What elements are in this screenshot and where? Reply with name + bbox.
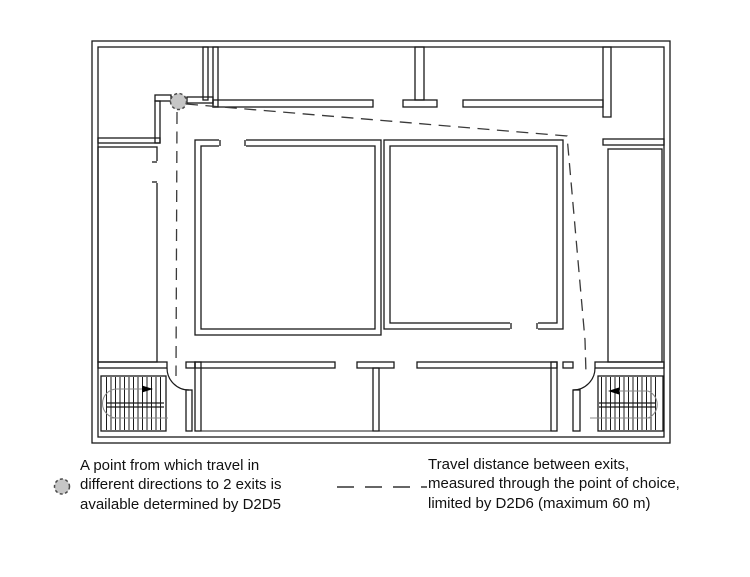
legend-route-line-2: measured through the point of choice, — [428, 475, 680, 493]
legend-route-text: Travel distance between exits, measured … — [428, 455, 680, 513]
legend-point-symbol — [53, 478, 71, 495]
point-of-choice — [169, 92, 188, 111]
right-stair-turn-line — [647, 390, 658, 419]
point-of-choice-marker — [169, 92, 188, 111]
left-stair-door-swing — [166, 367, 190, 391]
top-mid-divider-wall — [414, 46, 425, 101]
central-room-right-outer — [383, 139, 564, 330]
right-stair-enclosure — [597, 375, 664, 432]
top-right-room-left-wall — [602, 46, 612, 118]
doorway-central-right-room — [510, 320, 538, 331]
doorway-left-wing-room — [149, 161, 160, 183]
south-corridor-jamb-right — [562, 361, 574, 369]
top-mid-room-left-wall — [212, 46, 219, 108]
bottom-room-right-right-wall — [550, 361, 558, 432]
central-room-right-inner — [389, 145, 558, 324]
south-corridor-wall-left — [97, 361, 168, 369]
bottom-divider-stem — [372, 367, 380, 432]
doorways — [149, 137, 538, 331]
left-stair-enclosure — [100, 375, 167, 432]
right-wing-room — [607, 148, 663, 363]
left-wing-room — [97, 146, 158, 363]
outer-wall-outer-face — [91, 40, 671, 444]
legend-route-line-1: Travel distance between exits, — [428, 456, 630, 473]
door-swings — [166, 367, 596, 391]
top-left-room-right-wall — [202, 46, 209, 101]
corridor-north-wall-stub — [186, 96, 214, 104]
central-room-left-inner — [200, 145, 376, 330]
bottom-room-right-top-wall — [416, 361, 558, 369]
route-to-left-exit — [175, 111, 178, 377]
legend-point-line-2: different directions to 2 exits is — [80, 476, 282, 494]
right-stair-door-swing — [572, 367, 596, 391]
travel-routes — [175, 103, 587, 377]
left-vestibule-wall — [185, 389, 193, 432]
top-left-room-jog-wall — [154, 94, 172, 102]
right-stair-direction-arrow — [608, 387, 619, 395]
doorway-central-left-room — [219, 137, 246, 148]
bottom-room-left-left-wall — [194, 361, 202, 432]
south-corridor-jamb-left — [185, 361, 196, 369]
bottom-divider-bar — [356, 361, 395, 369]
bottom-room-left-top-wall — [194, 361, 336, 369]
legend-route-line-3: limited by D2D6 (maximum 60 m) — [428, 494, 651, 512]
right-vestibule-wall — [572, 389, 581, 432]
south-corridor-wall-right — [594, 361, 665, 369]
legend-point-line-3: available determined by D2D5 — [80, 495, 281, 513]
legend-symbols — [53, 478, 427, 495]
left-stair — [102, 377, 168, 430]
right-wing-top-wall — [602, 138, 665, 146]
top-left-room-bottom-wall — [97, 137, 161, 144]
central-room-left-outer — [194, 139, 382, 336]
top-left-room-jog-down — [154, 100, 161, 144]
top-mid-left-room-bottom-wall — [212, 99, 374, 108]
left-stair-direction-arrow — [142, 385, 153, 393]
walls — [91, 40, 671, 444]
legend-point-text: A point from which travel in different d… — [80, 456, 282, 514]
left-stair-turn-line — [102, 388, 118, 419]
top-mid-right-room-bottom-wall — [462, 99, 604, 108]
right-stair — [590, 377, 658, 430]
top-mid-divider-foot — [402, 99, 438, 108]
legend-point-line-1: A point from which travel in — [80, 457, 260, 474]
